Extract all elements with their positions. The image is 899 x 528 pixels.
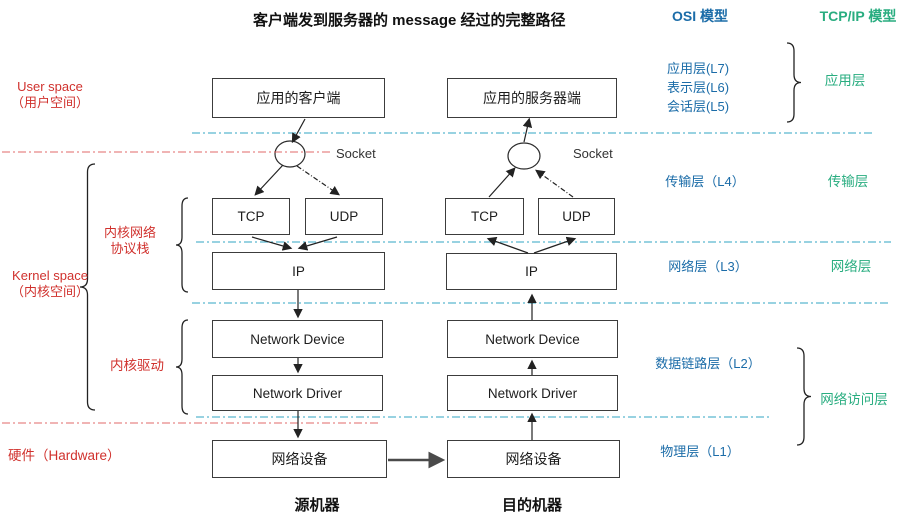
curly-brace xyxy=(175,197,189,293)
tcpip-model-header: TCP/IP 模型 xyxy=(819,8,897,24)
curly-brace xyxy=(175,319,189,415)
client-udp-box: UDP xyxy=(305,198,383,235)
kernel-space-label: Kernel space （内核空间） xyxy=(2,268,98,301)
client-tcp-box: TCP xyxy=(212,198,290,235)
osi-layer-l6: 表示层(L6) xyxy=(666,80,730,95)
client-net-driver-box: Network Driver xyxy=(212,375,383,411)
osi-layer-l3: 网络层（L3） xyxy=(668,259,748,274)
client-net-device-box: Network Device xyxy=(212,320,383,358)
osi-layer-l2: 数据链路层（L2） xyxy=(655,356,761,371)
curly-brace xyxy=(796,347,812,446)
tcpip-layer-network-access: 网络访问层 xyxy=(820,392,888,407)
server-socket-label: Socket xyxy=(573,146,613,161)
server-ip-box: IP xyxy=(446,253,617,290)
osi-layer-l5: 会话层(L5) xyxy=(666,99,730,114)
server-tcp-box: TCP xyxy=(445,198,524,235)
curly-brace xyxy=(786,42,802,123)
dest-machine-label: 目的机器 xyxy=(501,497,562,514)
client-socket-circle xyxy=(274,140,306,168)
hardware-label: 硬件（Hardware） xyxy=(8,448,121,463)
kernel-net-line2: 协议栈 xyxy=(110,241,150,257)
tcpip-layer-network: 网络层 xyxy=(830,259,872,274)
kernel-driver-label: 内核驱动 xyxy=(110,358,164,373)
kernel-space-en: Kernel space xyxy=(12,268,88,283)
user-space-cn: （用户空间） xyxy=(10,95,89,111)
kernel-space-cn: （内核空间） xyxy=(10,284,89,300)
server-hw-box: 网络设备 xyxy=(447,440,620,478)
server-net-device-box: Network Device xyxy=(447,320,618,358)
tcpip-layer-transport: 传输层 xyxy=(827,174,869,189)
client-app-box: 应用的客户端 xyxy=(212,78,385,118)
osi-layer-l7: 应用层(L7) xyxy=(666,61,730,76)
user-space-label: User space （用户空间） xyxy=(6,79,94,112)
client-socket-label: Socket xyxy=(336,146,376,161)
osi-layer-l4: 传输层（L4） xyxy=(665,174,745,189)
client-ip-box: IP xyxy=(212,252,385,290)
kernel-net-stack-label: 内核网络 协议栈 xyxy=(94,225,166,258)
client-hw-box: 网络设备 xyxy=(212,440,387,478)
server-socket-circle xyxy=(507,142,541,170)
source-machine-label: 源机器 xyxy=(294,497,340,514)
kernel-net-line1: 内核网络 xyxy=(103,225,156,240)
server-app-box: 应用的服务器端 xyxy=(447,78,617,118)
server-net-driver-box: Network Driver xyxy=(447,375,618,411)
diagram-title: 客户端发到服务器的 message 经过的完整路径 xyxy=(253,12,566,29)
osi-layer-l1: 物理层（L1） xyxy=(660,444,740,459)
osi-model-header: OSI 模型 xyxy=(671,8,728,24)
user-space-en: User space xyxy=(17,79,83,94)
tcpip-layer-application: 应用层 xyxy=(824,73,866,88)
server-udp-box: UDP xyxy=(538,198,615,235)
